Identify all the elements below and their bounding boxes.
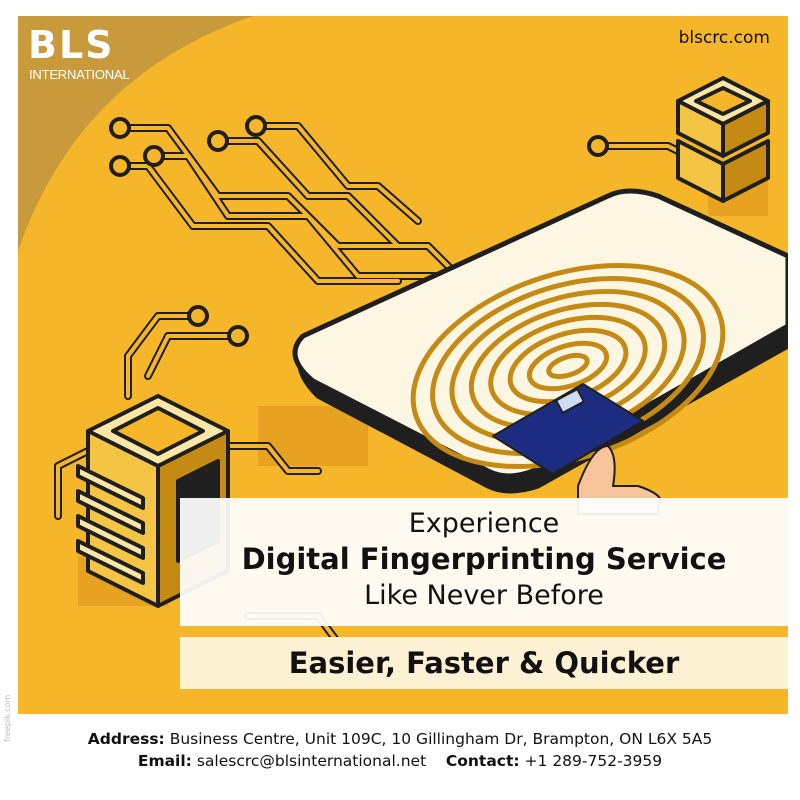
logo-subtitle: INTERNATIONAL: [29, 67, 130, 82]
address-value: Business Centre, Unit 109C, 10 Gillingha…: [169, 730, 713, 748]
headline-line-3: Like Never Before: [364, 580, 604, 611]
bls-logo: BLS INTERNATIONAL: [28, 26, 148, 96]
passport-icon: [492, 383, 644, 475]
address-row: Address: Business Centre, Unit 109C, 10 …: [0, 728, 800, 750]
tagline-panel: Easier, Faster & Quicker: [180, 637, 788, 689]
contact-label: Contact:: [445, 752, 520, 770]
email-value[interactable]: salescrc@blsinternational.net: [196, 752, 427, 770]
email-contact-row: Email: salescrc@blsinternational.net Con…: [0, 750, 800, 772]
promo-banner: BLS INTERNATIONAL blscrc.com Experience …: [18, 16, 788, 714]
tagline: Easier, Faster & Quicker: [288, 646, 680, 680]
contact-footer: Address: Business Centre, Unit 109C, 10 …: [0, 728, 800, 772]
logo-wordmark: BLS: [28, 23, 115, 67]
email-label: Email:: [137, 752, 192, 770]
contact-value[interactable]: +1 289-752-3959: [524, 752, 663, 770]
address-label: Address:: [87, 730, 165, 748]
headline-line-2: Digital Fingerprinting Service: [241, 542, 727, 576]
headline-panel: Experience Digital Fingerprinting Servic…: [180, 498, 788, 626]
website-link[interactable]: blscrc.com: [678, 28, 770, 48]
headline-line-1: Experience: [408, 508, 560, 539]
